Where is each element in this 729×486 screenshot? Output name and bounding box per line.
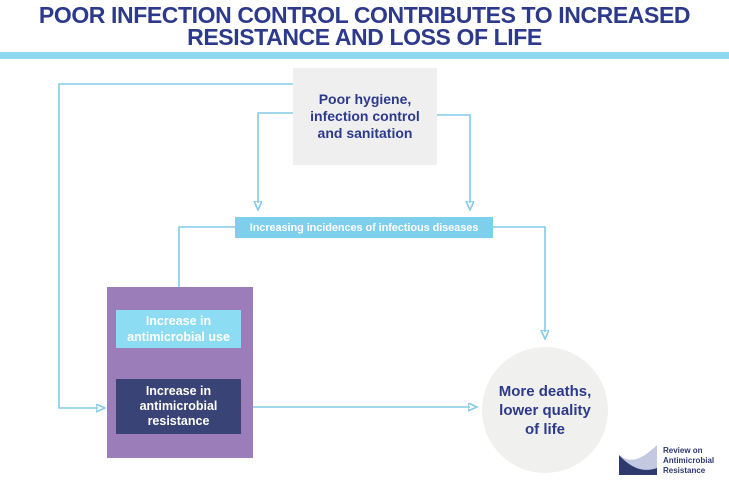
antimicrobial-resistance-line3: resistance — [147, 414, 210, 428]
increasing-incidences-banner: Increasing incidences of infectious dise… — [235, 217, 493, 238]
poor-hygiene-line2: infection control — [310, 108, 420, 124]
more-deaths-circle: More deaths, lower quality of life — [482, 347, 608, 473]
antimicrobial-resistance-line1: Increase in — [145, 384, 212, 398]
page-title-line1: POOR INFECTION CONTROL CONTRIBUTES TO IN… — [38, 2, 691, 28]
antimicrobial-use-line1: Increase in — [145, 314, 212, 328]
logo-line1: Review on — [663, 446, 703, 455]
page-title: POOR INFECTION CONTROL CONTRIBUTES TO IN… — [0, 2, 729, 50]
more-deaths-line1: More deaths, — [498, 382, 592, 400]
amr-curve-logo-icon — [619, 445, 657, 475]
antimicrobial-resistance-line2: antimicrobial — [139, 399, 218, 413]
poor-hygiene-line3: and sanitation — [317, 125, 413, 141]
increasing-incidences-label: Increasing incidences of infectious dise… — [249, 221, 479, 234]
arrow-hygiene-to-incidences-right — [437, 114, 470, 203]
antimicrobial-resistance-box: Increase in antimicrobial resistance — [116, 379, 241, 434]
antimicrobial-use-box: Increase in antimicrobial use — [116, 310, 241, 348]
logo-line3: Resistance — [663, 466, 706, 475]
poor-hygiene-line1: Poor hygiene, — [318, 91, 412, 107]
arrow-incidences-to-deaths — [493, 226, 545, 332]
logo-line2: Antimicrobial — [663, 456, 715, 465]
antimicrobial-use-line2: antimicrobial use — [127, 330, 230, 344]
more-deaths-line2: lower quality — [499, 401, 591, 419]
page-title-line2: RESISTANCE AND LOSS OF LIFE — [187, 24, 542, 50]
review-on-amr-logo: Review on Antimicrobial Resistance — [619, 444, 714, 476]
logo-wordmark: Review on Antimicrobial Resistance — [663, 444, 714, 476]
arrow-incidences-to-use — [179, 226, 235, 293]
poor-hygiene-box: Poor hygiene, infection control and sani… — [293, 68, 437, 165]
more-deaths-line3: of life — [525, 420, 565, 438]
arrow-hygiene-to-incidences-left — [258, 112, 293, 203]
title-divider-bar — [0, 52, 729, 59]
